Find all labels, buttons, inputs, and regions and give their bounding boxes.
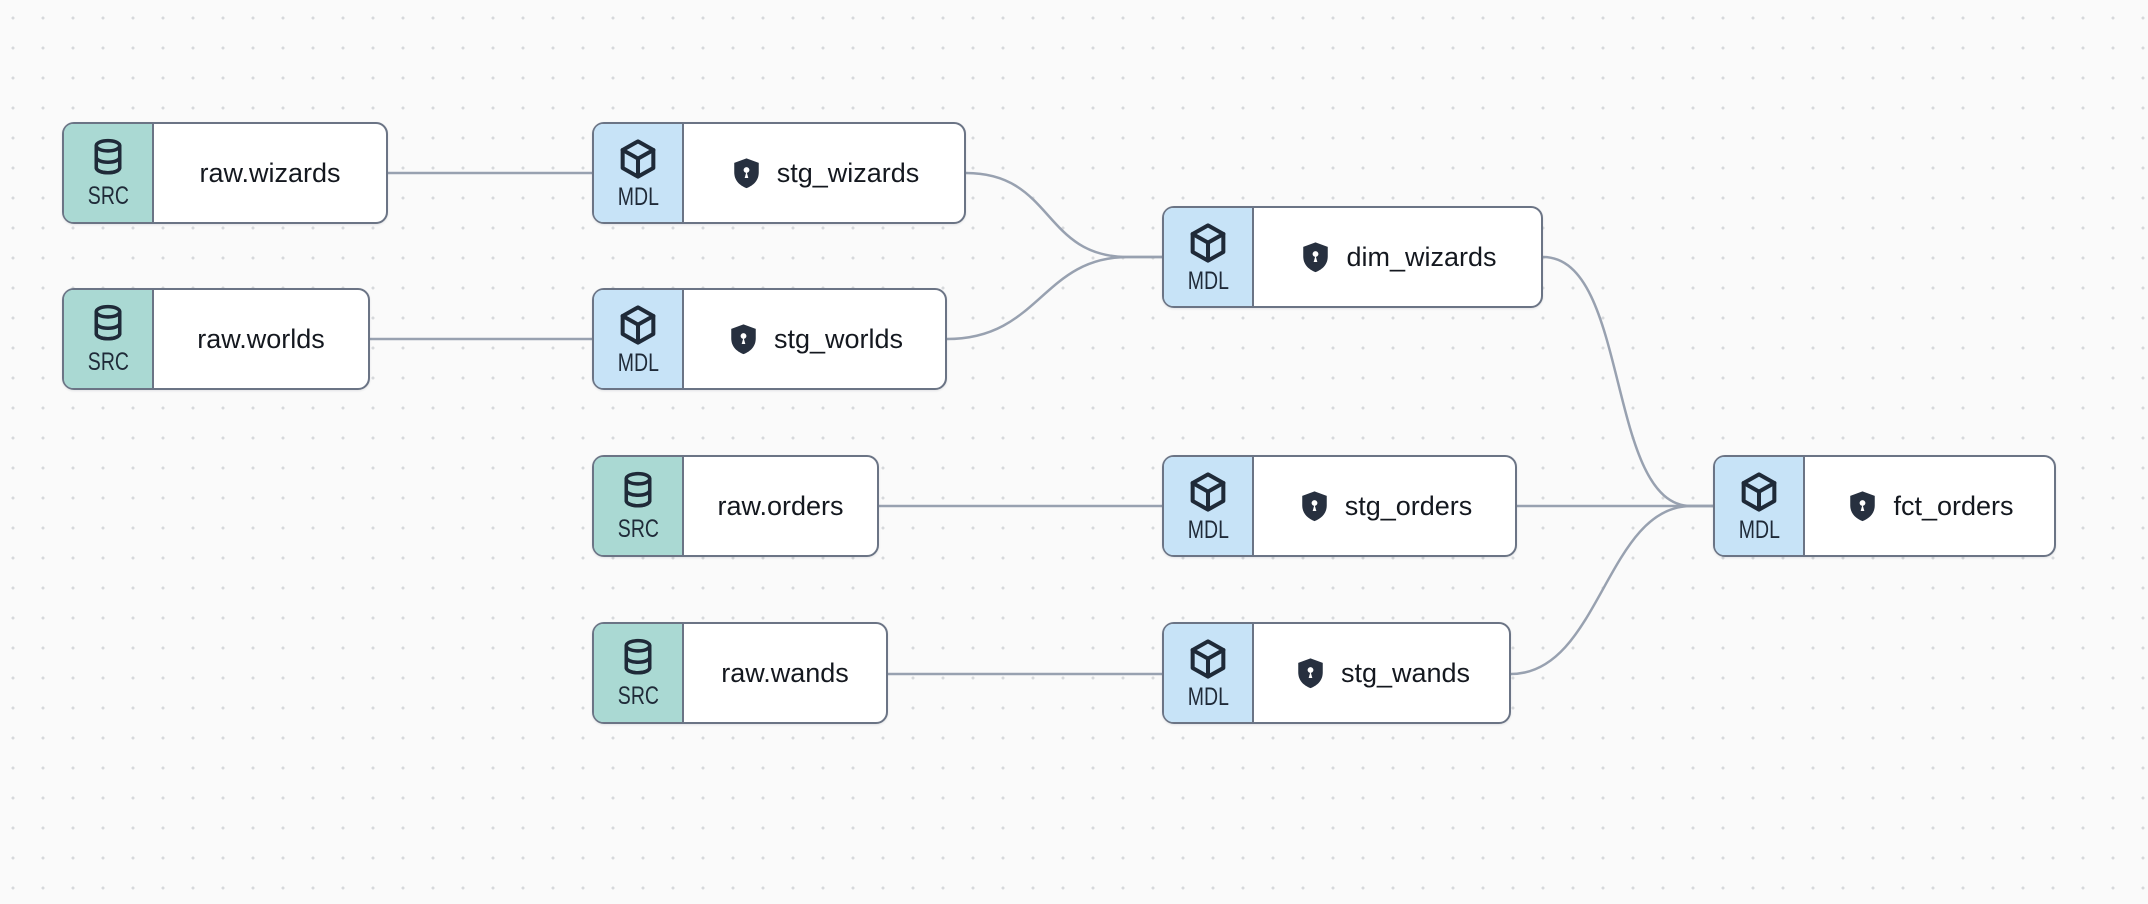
node-label-area: raw.worlds [154, 290, 368, 388]
edge-stg_wands-to-fct_orders [1509, 504, 1715, 676]
database-icon [90, 137, 126, 181]
node-raw_orders[interactable]: SRC raw.orders [592, 455, 879, 557]
node-label-area: stg_wizards [684, 124, 964, 222]
node-raw_worlds[interactable]: SRC raw.worlds [62, 288, 370, 390]
node-name: raw.orders [717, 490, 844, 521]
node-stg_orders[interactable]: MDL stg_orders [1162, 455, 1517, 557]
edge-stg_wizards-to-dim_wizards [964, 171, 1164, 259]
node-label-area: dim_wizards [1254, 208, 1541, 306]
node-dim_wizards[interactable]: MDL dim_wizards [1162, 206, 1543, 308]
node-stg_wands[interactable]: MDL stg_wands [1162, 622, 1511, 724]
node-name: raw.worlds [197, 323, 325, 354]
badge-label: SRC [87, 348, 129, 376]
badge-label: MDL [1738, 516, 1780, 544]
source-type-badge: SRC [64, 290, 154, 388]
node-name: raw.wands [721, 657, 849, 688]
model-type-badge: MDL [1164, 457, 1254, 555]
shield-lock-icon [1293, 656, 1328, 691]
node-label-area: raw.orders [684, 457, 877, 555]
badge-label: MDL [617, 349, 659, 377]
source-type-badge: SRC [64, 124, 154, 222]
node-label-area: stg_wands [1254, 624, 1509, 722]
shield-lock-icon [729, 156, 764, 191]
node-stg_wizards[interactable]: MDL stg_wizards [592, 122, 966, 224]
model-type-badge: MDL [594, 290, 684, 388]
node-label-area: raw.wands [684, 624, 886, 722]
edge-dim_wizards-to-fct_orders [1541, 255, 1715, 508]
cube-icon [1185, 220, 1231, 266]
shield-lock-icon [1298, 240, 1333, 275]
edge-stg_worlds-to-dim_wizards [945, 255, 1164, 341]
node-label-area: stg_orders [1254, 457, 1515, 555]
badge-label: MDL [617, 183, 659, 211]
cube-icon [1736, 469, 1782, 515]
cube-icon [1185, 469, 1231, 515]
shield-lock-icon [1297, 489, 1332, 524]
node-fct_orders[interactable]: MDL fct_orders [1713, 455, 2056, 557]
database-icon [620, 637, 656, 681]
node-raw_wizards[interactable]: SRC raw.wizards [62, 122, 388, 224]
node-label-area: stg_worlds [684, 290, 945, 388]
database-icon [90, 303, 126, 347]
node-stg_worlds[interactable]: MDL stg_worlds [592, 288, 947, 390]
badge-label: SRC [87, 182, 129, 210]
badge-label: SRC [617, 682, 659, 710]
badge-label: MDL [1187, 516, 1229, 544]
model-type-badge: MDL [1164, 208, 1254, 306]
node-name: raw.wizards [199, 157, 341, 188]
model-type-badge: MDL [1164, 624, 1254, 722]
node-raw_wands[interactable]: SRC raw.wands [592, 622, 888, 724]
node-label-area: fct_orders [1805, 457, 2054, 555]
cube-icon [1185, 636, 1231, 682]
badge-label: MDL [1187, 683, 1229, 711]
node-name: stg_wizards [776, 157, 920, 188]
node-name: stg_wands [1340, 657, 1471, 688]
shield-lock-icon [1845, 489, 1880, 524]
node-name: stg_worlds [773, 323, 904, 354]
model-type-badge: MDL [1715, 457, 1805, 555]
badge-label: SRC [617, 515, 659, 543]
badge-label: MDL [1187, 267, 1229, 295]
cube-icon [615, 136, 661, 182]
database-icon [620, 470, 656, 514]
node-name: stg_orders [1344, 490, 1473, 521]
node-name: dim_wizards [1346, 241, 1497, 272]
source-type-badge: SRC [594, 457, 684, 555]
model-type-badge: MDL [594, 124, 684, 222]
source-type-badge: SRC [594, 624, 684, 722]
cube-icon [615, 302, 661, 348]
node-label-area: raw.wizards [154, 124, 386, 222]
node-name: fct_orders [1893, 490, 2014, 521]
shield-lock-icon [726, 322, 761, 357]
